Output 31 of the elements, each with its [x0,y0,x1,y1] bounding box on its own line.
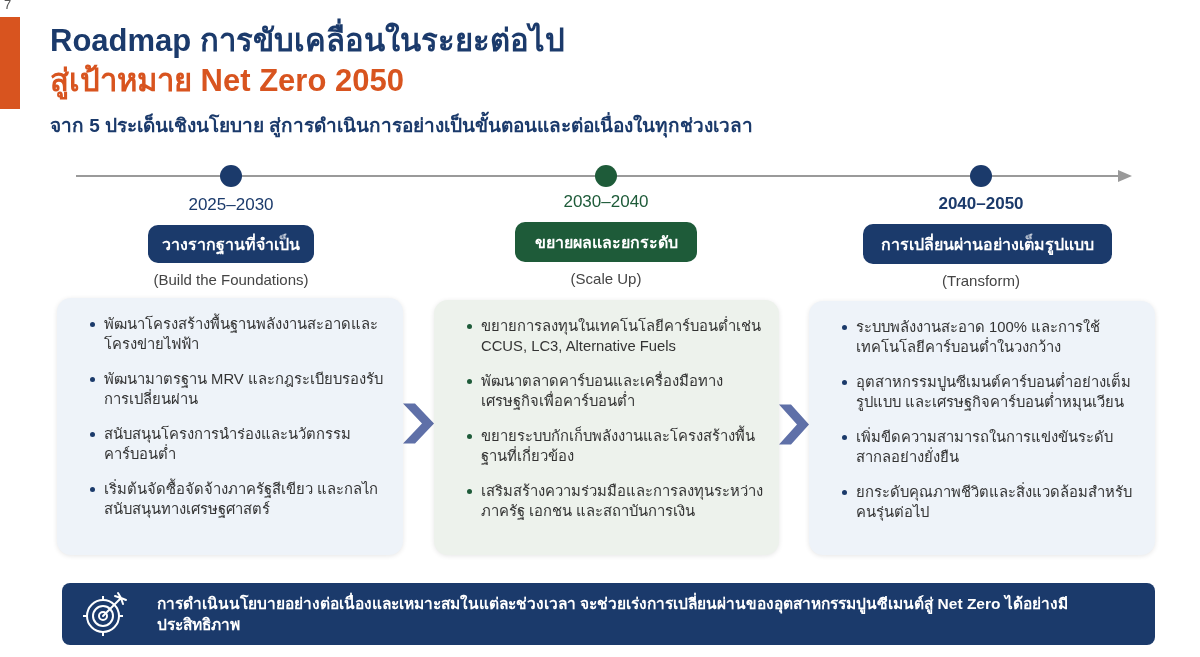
chevron-arrow [403,403,434,444]
bullet-text: ระบบพลังงานสะอาด 100% และการใช้เทคโนโลยีคาร์บอนต่ำในวงกว้าง [856,318,1102,357]
bullet-text: ยกระดับคุณภาพชีวิตและสิ่งแวดล้อมสำหรับคนรุ่นต่อไป [856,482,1133,522]
bullet-text: เพิ่มขีดความสามารถในการแข่งขันระดับสากลอย่างยั่งยืน [856,427,1114,467]
bullet-text: ขยายระบบกักเก็บพลังงานและโครงสร้างพื้นฐานที่เกี่ยวข้อง [481,426,769,466]
year-label: 2040–2050 [938,194,1024,214]
year-label: 2030–2040 [563,192,649,212]
bullet-text: อุตสาหกรรมปูนซีเมนต์คาร์บอนต่ำอย่างเต็มรูปแบบ และเศรษฐกิจคาร์บอนต่ำหมุนเวียน [856,372,1132,412]
summary-text: การดำเนินนโยบายอย่างต่อเนื่องและเหมาะสมในแต่ละช่วงเวลา จะช่วยเร่งการเปลี่ยนผ่านของอุตสาหกรรมปูนซีเมนต์สู่ Net Zero ได้อย่างมีประสิทธิภาพ [157,593,1117,635]
chevron-arrow [779,404,809,445]
phase-subtitle: (Transform) [942,271,1020,291]
phase-pill: ขยายผลและยกระดับ [515,222,697,262]
bullet-text: พัฒนาตลาดคาร์บอนและเครื่องมือทางเศรษฐกิจเพื่อคาร์บอนต่ำ [481,371,724,411]
info-panel [809,301,1155,555]
bullet-text: ขยายการลงทุนในเทคโนโลยีคาร์บอนต่ำเช่น CCUS, LC3, Alternative Fuels [481,316,762,356]
phase-subtitle: (Scale Up) [570,269,642,289]
info-panel [434,300,779,555]
phase-pill: การเปลี่ยนผ่านอย่างเต็มรูปแบบ [863,224,1112,264]
info-panel [57,298,403,555]
phase-pill: วางรากฐานที่จำเป็น [148,225,314,263]
bullet-text: พัฒนามาตรฐาน MRV และกฎระเบียบรองรับการเปลี่ยนผ่าน [104,370,384,409]
subtitle: จาก 5 ประเด็นเชิงนโยบาย สู่การดำเนินการอย่างเป็นขั้นตอนและต่อเนื่องในทุกช่วงเวลา [50,113,754,139]
page-number: 7 [4,0,12,12]
bullet-text: สนับสนุนโครงการนำร่องและนวัตกรรมคาร์บอนต่ำ [104,424,352,464]
phase-subtitle: (Build the Foundations) [153,270,309,290]
bullet-text: เริ่มต้นจัดซื้อจัดจ้างภาครัฐสีเขียว และกลไกสนับสนุนทางเศรษฐศาสตร์ [104,479,392,519]
title: สู่เป้าหมาย Net Zero 2050 [50,62,404,100]
bullet-text: พัฒนาโครงสร้างพื้นฐานพลังงานสะอาดและโครงข่ายไฟฟ้า [104,314,392,354]
summary-banner [62,583,1155,645]
year-label: 2025–2030 [188,195,274,215]
bullet-text: เสริมสร้างความร่วมมือและการลงทุนระหว่างภาครัฐ เอกชน และสถาบันการเงิน [481,482,764,521]
